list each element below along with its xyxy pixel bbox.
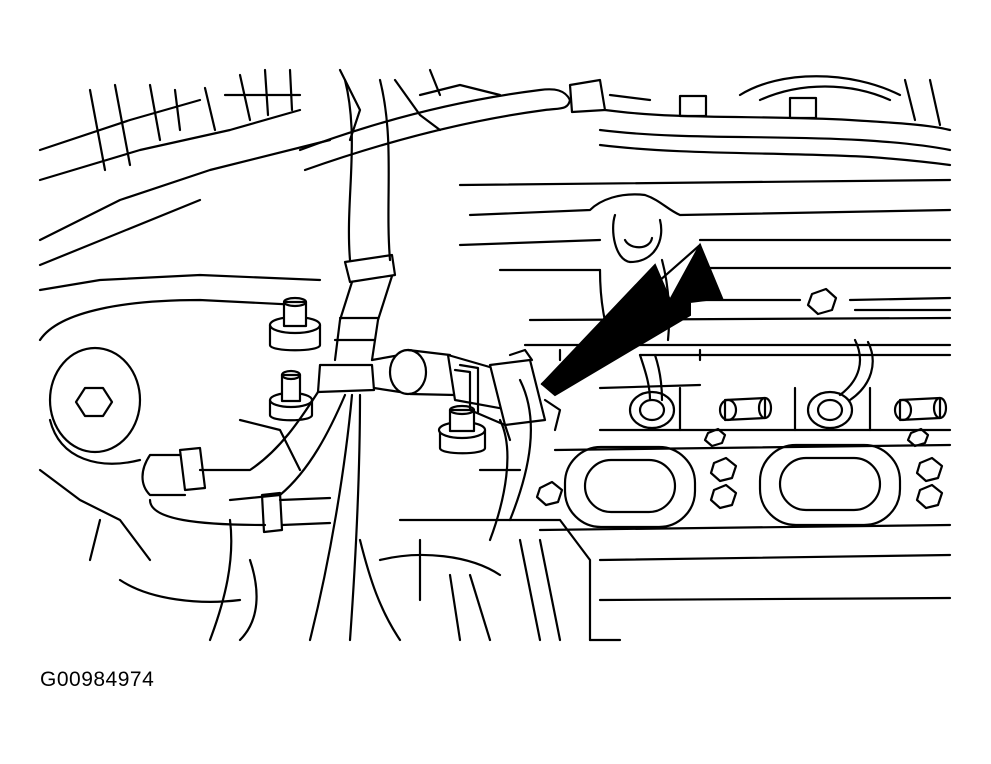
manifold-studs xyxy=(600,385,950,430)
upper-left-engine-lines xyxy=(40,70,500,265)
studs xyxy=(270,298,485,453)
ignition-wires xyxy=(640,340,873,400)
figure-code: G00984974 xyxy=(40,668,155,691)
main-wiring-harness xyxy=(300,76,950,170)
left-bracket xyxy=(40,275,320,602)
lower-block xyxy=(210,380,950,640)
sensor-connector xyxy=(372,350,560,440)
vertical-harness xyxy=(143,80,396,640)
cylinder-head xyxy=(460,180,950,360)
exhaust-ports xyxy=(537,429,950,530)
